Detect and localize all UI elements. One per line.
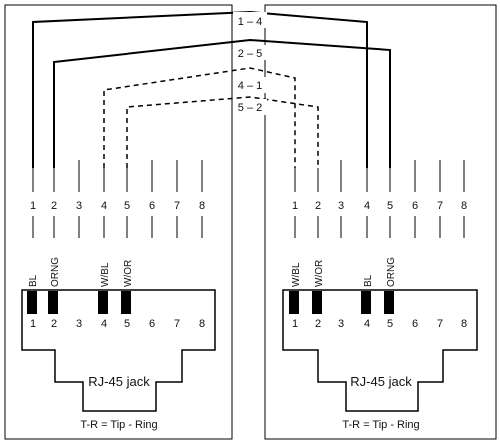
pair-label-1-4: 1 – 4 [238, 16, 262, 28]
right-pin-number: 4 [364, 200, 370, 212]
right-pin-number: 5 [387, 200, 393, 212]
left-jack-label: RJ-45 jack [88, 374, 150, 389]
left-pin-number: 4 [101, 200, 107, 212]
wire-2-5 [53, 38, 391, 168]
right-jack-pin-number: 6 [412, 318, 418, 330]
left-pin-number: 5 [124, 200, 130, 212]
left-panel-frame [4, 4, 233, 440]
left-jack-pin-number: 2 [51, 318, 57, 330]
right-color-label-wor: W/OR [314, 260, 325, 287]
pair-label-4-1: 4 – 1 [238, 80, 262, 92]
right-color-label-orng: ORNG [386, 257, 397, 287]
right-pin-number: 8 [461, 200, 467, 212]
right-pin-numbers-jack: 1 2 3 4 5 6 7 8 [292, 318, 467, 330]
left-pin-numbers-top: 1 2 3 4 5 6 7 8 [30, 200, 205, 212]
left-pin-number: 7 [174, 200, 180, 212]
right-jack-pin-number: 4 [364, 318, 370, 330]
right-color-label-bl: BL [363, 274, 374, 287]
left-color-label-bl: BL [28, 274, 39, 287]
pair-label-2-5: 2 – 5 [238, 48, 262, 60]
right-jack-pin-number: 8 [461, 318, 467, 330]
pair-label-bg-4 [233, 99, 267, 115]
wire-4-1 [103, 67, 296, 168]
right-pin-number: 2 [315, 200, 321, 212]
left-pin-number: 6 [149, 200, 155, 212]
right-jack-label: RJ-45 jack [350, 374, 412, 389]
right-panel-frame [264, 4, 497, 440]
left-jack-pin-number: 4 [101, 318, 107, 330]
right-legend: T-R = Tip - Ring [342, 419, 419, 431]
right-pin-number: 1 [292, 200, 298, 212]
left-pin-number: 3 [76, 200, 82, 212]
right-jack-pin-number: 7 [437, 318, 443, 330]
left-jack-pin-number: 8 [199, 318, 205, 330]
right-jack-pin-number: 5 [387, 318, 393, 330]
pair-label-5-2: 5 – 2 [238, 102, 262, 114]
left-pin-lines [32, 160, 203, 238]
pair-label-bg-1 [233, 12, 267, 28]
left-jack-pin-number: 6 [149, 318, 155, 330]
left-legend: T-R = Tip - Ring [80, 419, 157, 431]
right-pin-number: 7 [437, 200, 443, 212]
right-jack-pin-number: 1 [292, 318, 298, 330]
left-color-label-orng: ORNG [50, 257, 61, 287]
left-jack-pin-number: 1 [30, 318, 36, 330]
right-pin-number: 3 [338, 200, 344, 212]
left-jack-pin-number: 7 [174, 318, 180, 330]
right-contact-2 [312, 291, 322, 314]
right-jack-pin-number: 2 [315, 318, 321, 330]
right-pin-lines [294, 160, 465, 238]
right-jack-pin-number: 3 [338, 318, 344, 330]
right-jack-body [282, 289, 478, 412]
left-jack-pin-number: 5 [124, 318, 130, 330]
left-color-label-wor: W/OR [123, 260, 134, 287]
right-contact-4 [361, 291, 371, 314]
wire-5-2 [126, 96, 319, 168]
left-contact-5 [121, 291, 131, 314]
left-pin-numbers-jack: 1 2 3 4 5 6 7 8 [30, 318, 205, 330]
right-pin-number: 6 [412, 200, 418, 212]
right-contact-5 [384, 291, 394, 314]
left-pin-number: 1 [30, 200, 36, 212]
left-jack-pin-number: 3 [76, 318, 82, 330]
pair-label-bg-2 [233, 45, 267, 60]
crossover-wires [32, 10, 391, 168]
left-pin-number: 8 [199, 200, 205, 212]
pair-label-bg-3 [233, 77, 267, 93]
left-contact-1 [27, 291, 37, 314]
left-contact-2 [48, 291, 58, 314]
right-pin-numbers-top: 1 2 3 4 5 6 7 8 [292, 200, 467, 212]
left-pin-number: 2 [51, 200, 57, 212]
left-contact-4 [98, 291, 108, 314]
left-jack-body [21, 289, 216, 412]
right-color-label-wbl: W/BL [291, 262, 302, 287]
left-color-label-wbl: W/BL [100, 262, 111, 287]
right-contact-1 [289, 291, 299, 314]
wire-1-4 [32, 10, 368, 168]
